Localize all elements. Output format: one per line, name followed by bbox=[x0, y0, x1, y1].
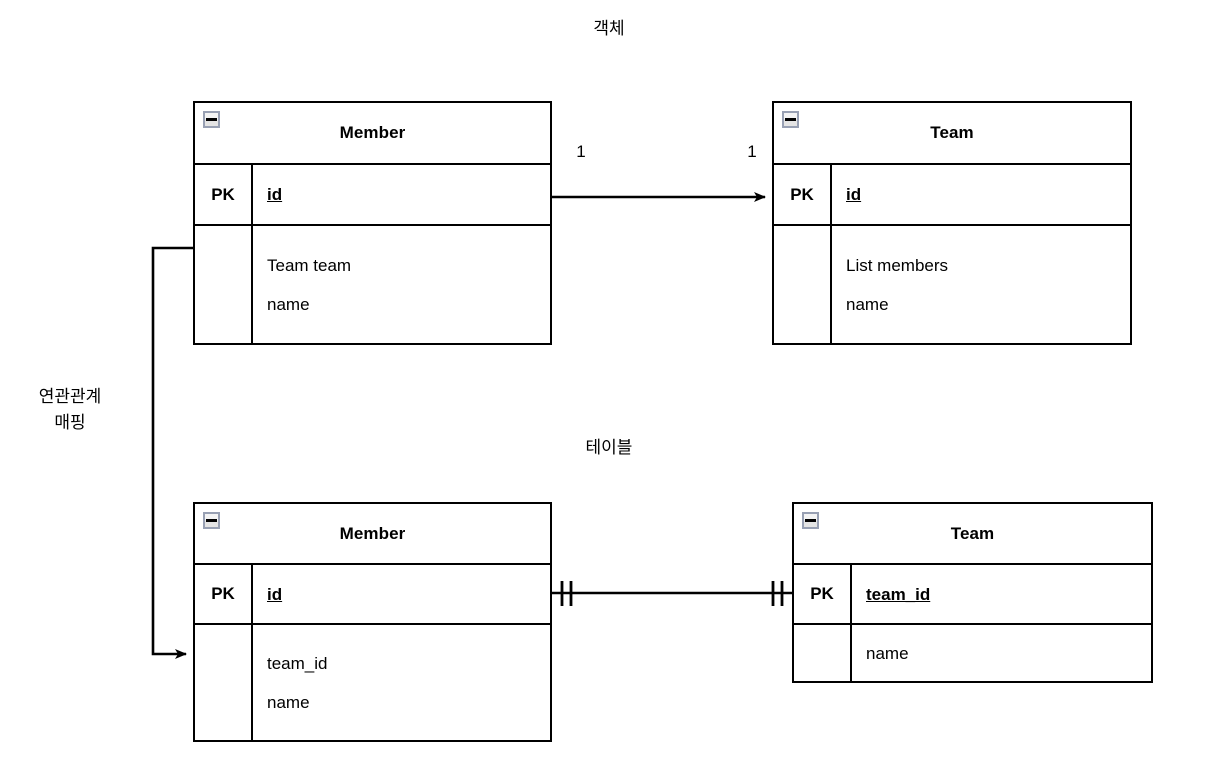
entity-row-pk-object-team: PK id bbox=[774, 165, 1130, 226]
attribute-item: Team team bbox=[267, 255, 352, 275]
pk-cell-object-member: id bbox=[253, 165, 550, 224]
entity-title-table-member: Member bbox=[339, 523, 406, 543]
section-title-table: 테이블 bbox=[585, 438, 633, 457]
attribute-item: name bbox=[866, 643, 909, 663]
attribute-item: team_id bbox=[267, 653, 328, 673]
pk-attribute-object-member: id bbox=[267, 185, 283, 204]
collapse-minus-icon[interactable] bbox=[782, 111, 799, 128]
entity-table-team[interactable]: Team PK team_id name bbox=[792, 502, 1153, 683]
key-spacer-object-team bbox=[774, 226, 832, 343]
entity-row-attributes-table-team: name bbox=[794, 625, 1151, 681]
cardinality-target-object-relation: 1 bbox=[747, 142, 757, 161]
collapse-minus-icon[interactable] bbox=[203, 111, 220, 128]
entity-row-pk-table-member: PK id bbox=[195, 565, 550, 625]
section-title-object: 객체 bbox=[593, 19, 625, 38]
entity-row-attributes-object-member: Team team name bbox=[195, 226, 550, 343]
entity-row-pk-table-team: PK team_id bbox=[794, 565, 1151, 625]
attributes-cell-table-team: name bbox=[852, 625, 1151, 681]
mapping-arrow-connector bbox=[151, 246, 193, 659]
entity-header-table-member: Member bbox=[195, 504, 550, 565]
pk-attribute-object-team: id bbox=[846, 185, 862, 204]
pk-cell-table-team: team_id bbox=[852, 565, 1151, 623]
entity-title-object-member: Member bbox=[339, 123, 406, 142]
attribute-item: name bbox=[267, 294, 310, 314]
entity-row-attributes-table-member: team_id name bbox=[195, 625, 550, 740]
key-label-object-member: PK bbox=[195, 165, 253, 224]
cardinality-source-object-relation: 1 bbox=[576, 142, 586, 161]
entity-title-object-team: Team bbox=[930, 123, 974, 142]
pk-cell-object-team: id bbox=[832, 165, 1130, 224]
attribute-item: List members bbox=[846, 255, 949, 275]
entity-object-team[interactable]: Team PK id List members name bbox=[772, 101, 1132, 345]
entity-row-attributes-object-team: List members name bbox=[774, 226, 1130, 343]
attributes-cell-object-member: Team team name bbox=[253, 226, 550, 343]
key-label-table-member: PK bbox=[195, 565, 253, 623]
table-relation-connector bbox=[552, 581, 792, 606]
attributes-cell-object-team: List members name bbox=[832, 226, 1130, 343]
key-label-object-team: PK bbox=[774, 165, 832, 224]
key-spacer-object-member bbox=[195, 226, 253, 343]
mapping-annotation-label: 연관관계 매핑 bbox=[38, 387, 102, 432]
key-label-table-team: PK bbox=[794, 565, 852, 623]
pk-attribute-table-team: team_id bbox=[866, 584, 931, 604]
key-spacer-table-member bbox=[195, 625, 253, 740]
collapse-minus-icon[interactable] bbox=[802, 512, 819, 529]
entity-header-object-member: Member bbox=[195, 103, 550, 165]
entity-title-table-team: Team bbox=[950, 523, 995, 543]
key-spacer-table-team bbox=[794, 625, 852, 681]
entity-header-object-team: Team bbox=[774, 103, 1130, 165]
attribute-item: name bbox=[267, 692, 310, 712]
pk-attribute-table-member: id bbox=[267, 584, 283, 604]
collapse-minus-icon[interactable] bbox=[203, 512, 220, 529]
entity-header-table-team: Team bbox=[794, 504, 1151, 565]
attributes-cell-table-member: team_id name bbox=[253, 625, 550, 740]
entity-object-member[interactable]: Member PK id Team team name bbox=[193, 101, 552, 345]
entity-row-pk-object-member: PK id bbox=[195, 165, 550, 226]
attribute-item: name bbox=[846, 294, 889, 314]
pk-cell-table-member: id bbox=[253, 565, 550, 623]
entity-table-member[interactable]: Member PK id team_id name bbox=[193, 502, 552, 742]
